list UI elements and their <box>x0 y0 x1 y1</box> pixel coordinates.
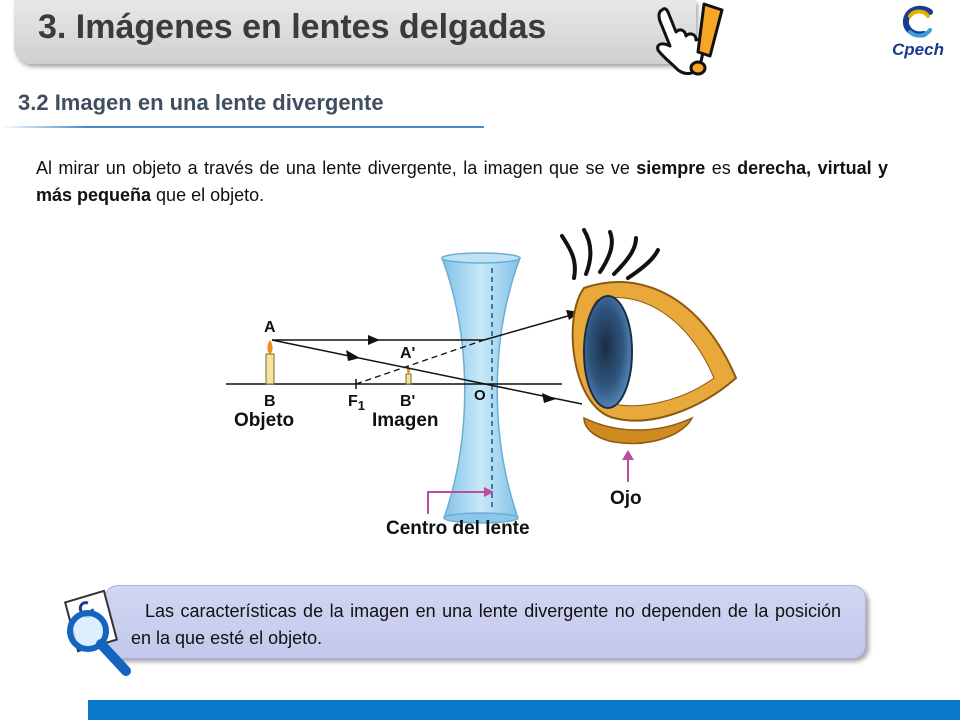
logo-text: Cpech <box>892 40 944 59</box>
image-candle <box>405 373 412 385</box>
label-a-prime: A' <box>400 345 415 362</box>
label-o: O <box>474 387 486 404</box>
label-centro-del-lente: Centro del lente <box>386 518 530 539</box>
note-text: Las características de la imagen en una … <box>131 601 841 648</box>
centro-pointer-head <box>484 487 494 497</box>
label-b-prime: B' <box>400 393 415 410</box>
label-f: F1 <box>348 393 365 413</box>
logo: Cpech <box>880 4 956 64</box>
pointing-hand-exclamation-icon <box>656 2 724 76</box>
ojo-pointer-head <box>622 450 634 460</box>
label-objeto: Objeto <box>234 410 294 431</box>
centro-pointer <box>427 491 490 514</box>
note-box: Las características de la imagen en una … <box>104 585 866 659</box>
title-bar: 3. Imágenes en lentes delgadas <box>14 0 696 64</box>
ray-virtual-extension <box>355 339 485 385</box>
ray-refracted <box>483 311 583 341</box>
object-flame <box>267 340 273 354</box>
page-title: 3. Imágenes en lentes delgadas <box>38 8 547 46</box>
eye-illustration <box>560 228 738 445</box>
intro-bold-2: derecha, virtual y más pequeña <box>36 158 888 205</box>
lens-bottom <box>443 512 519 524</box>
intro-paragraph: Al mirar un objeto a través de una lente… <box>36 155 888 209</box>
subtitle-underline <box>0 126 484 128</box>
label-imagen: Imagen <box>372 410 439 431</box>
label-f-subscript: 1 <box>358 398 365 413</box>
intro-text-2: es <box>705 158 738 178</box>
object-candle <box>265 353 275 385</box>
logo-mark-icon <box>902 5 933 38</box>
intro-text-1: Al mirar un objeto a través de una lente… <box>36 158 637 178</box>
magnifier-icon <box>63 589 131 676</box>
label-a: A <box>264 319 276 336</box>
label-ojo: Ojo <box>610 488 642 509</box>
lens-top <box>441 252 521 264</box>
label-b: B <box>264 393 276 410</box>
intro-bold-1: siempre <box>636 158 706 178</box>
ray-center-arrow-2 <box>542 393 556 403</box>
lens-diagram: A B A' B' F1 O Objeto Imagen Centro del … <box>226 228 738 539</box>
ray-center-arrow-1 <box>346 350 360 361</box>
ray-parallel-arrow <box>368 335 380 345</box>
section-subtitle: 3.2 Imagen en una lente divergente <box>18 90 384 115</box>
label-f-letter: F <box>348 393 358 410</box>
intro-text-3: que el objeto. <box>151 185 265 205</box>
ray-center <box>271 339 583 405</box>
bottom-bar <box>88 700 960 720</box>
